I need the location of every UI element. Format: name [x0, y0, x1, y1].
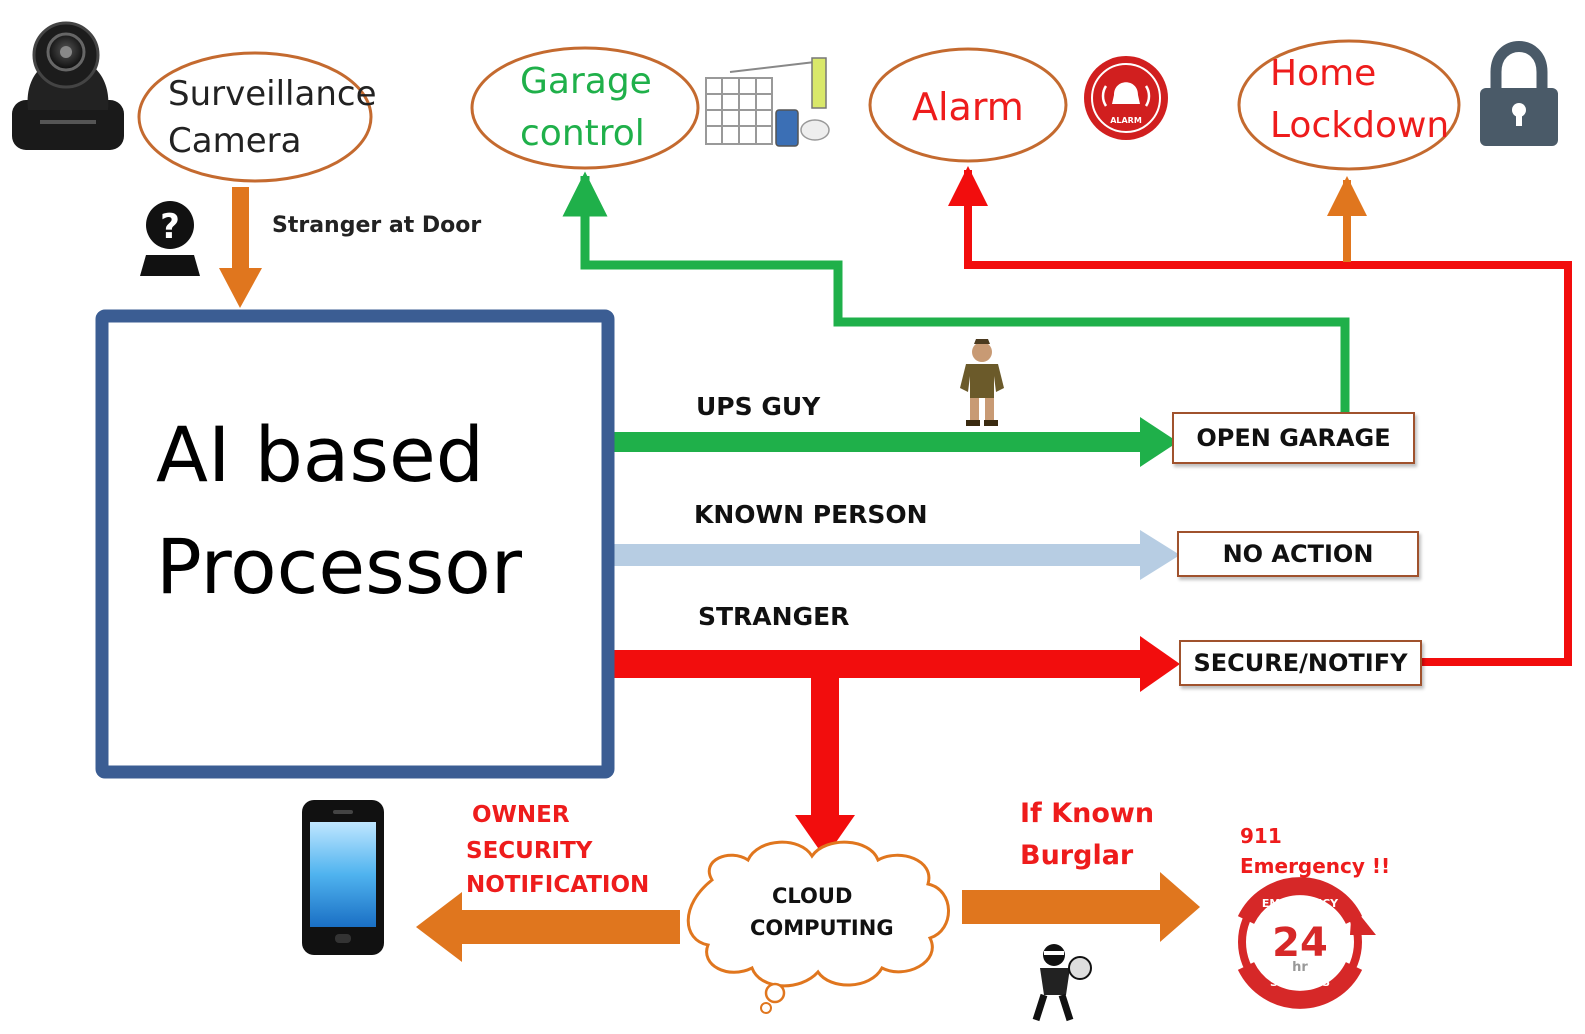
known-burglar-line1: If Known	[1020, 798, 1155, 829]
known-burglar-line2: Burglar	[1020, 840, 1134, 871]
arrow-known-shaft	[612, 544, 1142, 566]
owner-notification-line3: NOTIFICATION	[466, 872, 650, 898]
burglar-icon	[1032, 944, 1092, 1022]
edge-label-stranger: STRANGER	[698, 602, 850, 631]
padlock-icon	[1480, 41, 1558, 146]
arrow-to-cloud-shaft	[811, 678, 839, 818]
lockdown-label-line2: Lockdown	[1270, 105, 1450, 146]
emergency-badge-number: 24	[1272, 920, 1328, 966]
connector-open-garage-to-garage	[562, 171, 1350, 413]
processor-label-line1: AI based	[156, 410, 484, 499]
processor-box	[95, 309, 615, 779]
camera-label-line2: Camera	[168, 121, 302, 161]
oval-home-lockdown	[1237, 39, 1461, 171]
garage-label-line1: Garage	[520, 61, 652, 102]
arrow-known-head	[1140, 530, 1180, 580]
action-secure-notify: SECURE/NOTIFY	[1179, 640, 1422, 686]
smartphone-icon	[302, 800, 384, 955]
edge-label-ups-guy: UPS GUY	[696, 392, 821, 421]
cloud-tail-2	[760, 1002, 772, 1014]
action-no-action: NO ACTION	[1177, 531, 1419, 577]
arrow-to-emergency-shaft	[962, 890, 1162, 924]
owner-notification-line2: SECURITY	[466, 838, 593, 864]
arrow-ups-shaft	[612, 432, 1142, 452]
arrow-ups-head	[1140, 417, 1178, 467]
garage-label-line2: control	[520, 113, 645, 154]
security-camera-icon	[12, 21, 124, 150]
oval-alarm	[868, 47, 1068, 163]
oval-surveillance-camera	[137, 51, 373, 183]
arrow-stranger-head	[1140, 636, 1180, 692]
cloud-icon	[686, 840, 950, 988]
emergency-24hr-icon: EMERGENCY 24 hr SERVICES	[1237, 877, 1376, 1009]
oval-garage-control	[470, 46, 700, 170]
cloud-label-line1: CLOUD	[772, 884, 853, 908]
emergency-badge-unit: hr	[1292, 960, 1308, 975]
action-open-garage: OPEN GARAGE	[1172, 412, 1415, 464]
processor-label-line2: Processor	[156, 522, 523, 611]
arrow-camera-to-processor-head	[219, 268, 262, 308]
arrow-camera-to-processor-shaft	[232, 187, 249, 272]
arrow-to-emergency-head	[1160, 872, 1200, 942]
lockdown-label-line1: Home	[1270, 53, 1377, 94]
arrow-to-phone-head	[416, 892, 462, 962]
alarm-icon: ALARM	[1084, 56, 1168, 140]
question-person-icon: ?	[140, 201, 200, 276]
svg-text:?: ?	[160, 207, 180, 247]
arrow-stranger-shaft	[612, 650, 1142, 678]
owner-notification-line1: OWNER	[472, 802, 570, 828]
emergency-line2: Emergency !!	[1240, 854, 1391, 878]
arrow-to-cloud-head	[795, 815, 855, 858]
emergency-badge-top: EMERGENCY	[1262, 897, 1339, 910]
cloud-label-line2: COMPUTING	[750, 916, 894, 940]
garage-door-icon	[705, 57, 830, 147]
arrow-to-phone-shaft	[460, 910, 680, 944]
emergency-line1: 911	[1240, 824, 1282, 848]
alarm-label: Alarm	[912, 85, 1024, 129]
connector-secure-to-alarm	[948, 166, 1572, 666]
cloud-tail-1	[764, 982, 786, 1004]
alarm-icon-text: ALARM	[1110, 116, 1142, 125]
delivery-man-icon	[960, 339, 1004, 426]
camera-label-line1: Surveillance	[168, 74, 377, 114]
edge-label-stranger-at-door: Stranger at Door	[272, 213, 482, 238]
emergency-badge-bottom: SERVICES	[1270, 976, 1330, 989]
edge-label-known-person: KNOWN PERSON	[694, 500, 928, 529]
